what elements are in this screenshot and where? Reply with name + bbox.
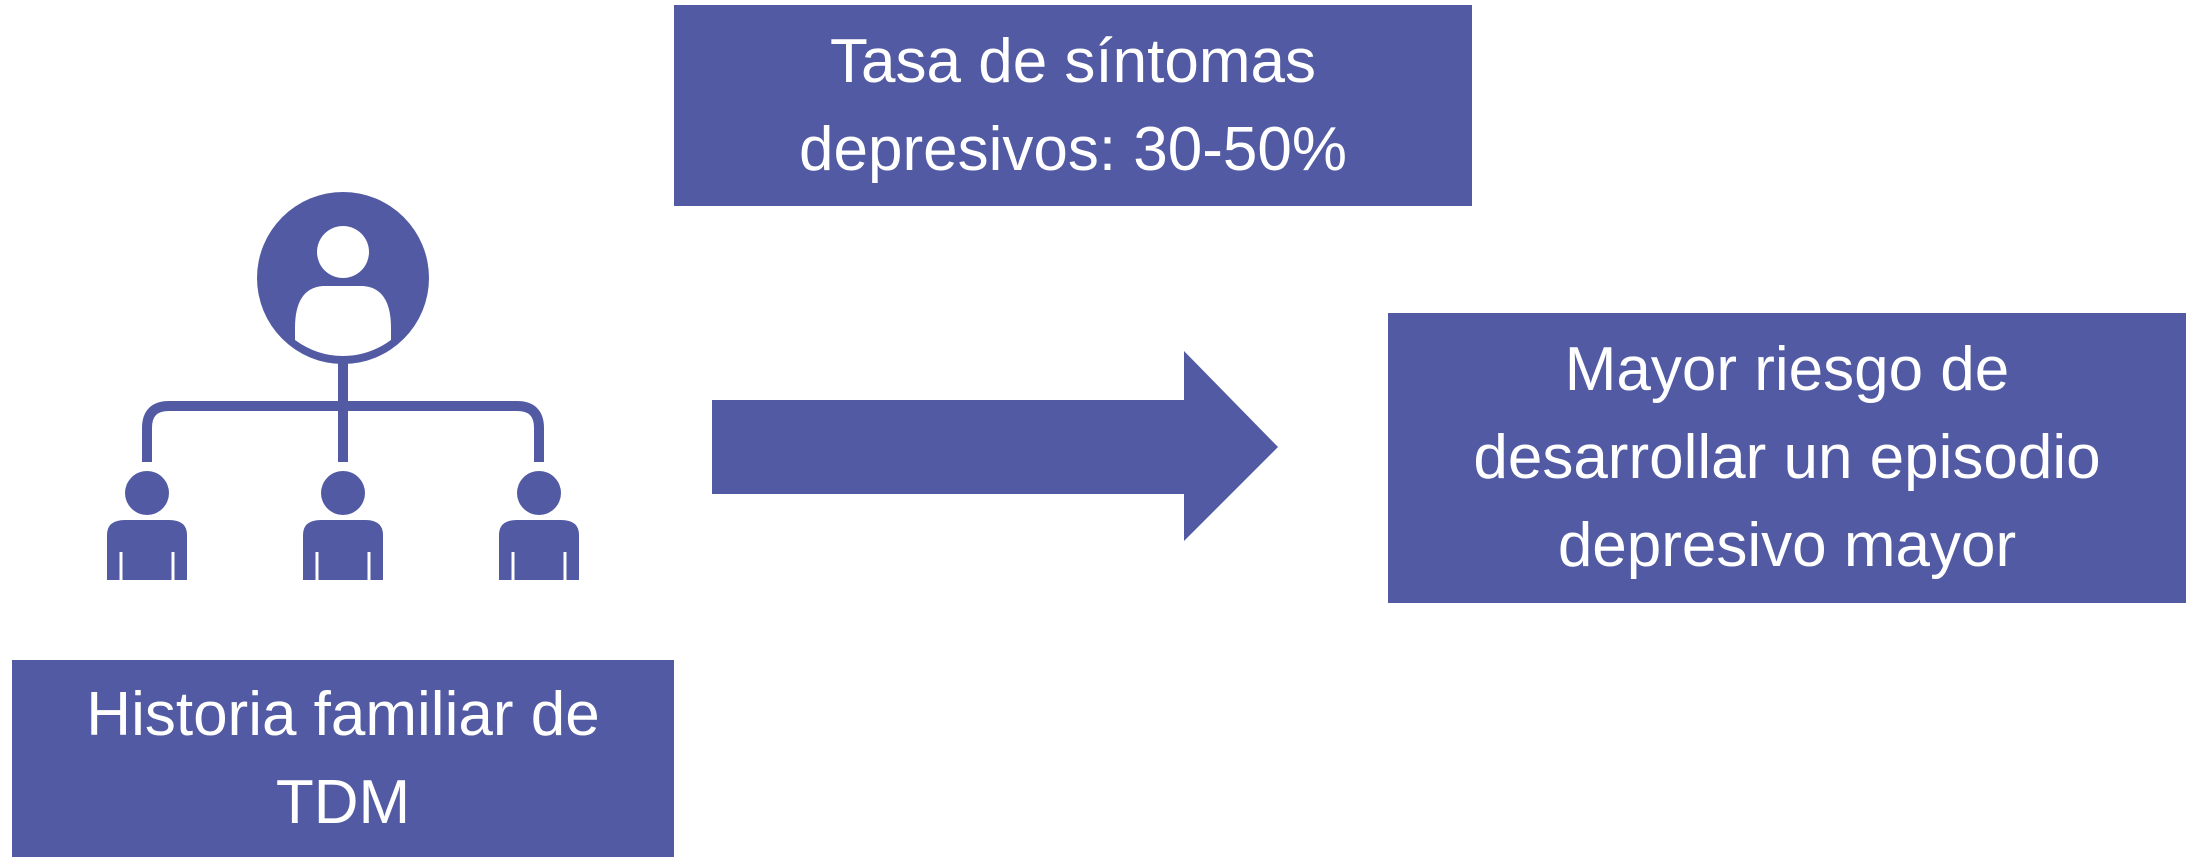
family-tree-icon <box>107 192 579 580</box>
risk-line-1: Mayor riesgo de <box>1564 335 2010 404</box>
symptom-rate-line-1: Tasa de síntomas <box>830 26 1316 96</box>
child-person-icon-2 <box>303 471 383 580</box>
child-person-icon-1 <box>107 471 187 580</box>
family-history-line-2: TDM <box>275 767 411 837</box>
tree-connectors <box>142 362 544 462</box>
family-history-line-1: Historia familiar de <box>86 679 600 749</box>
family-history-text: Historia familiar de TDM <box>86 671 599 847</box>
risk-line-3: depresivo mayor <box>1557 511 2017 580</box>
symptom-rate-box: Tasa de síntomas depresivos: 30-50% <box>674 5 1472 206</box>
symptom-rate-text: Tasa de síntomas depresivos: 30-50% <box>799 18 1347 194</box>
right-arrow-icon <box>712 351 1278 541</box>
risk-text: Mayor riesgo de desarrollar un episodio … <box>1473 326 2100 590</box>
parent-person-icon <box>295 226 391 356</box>
risk-line-2: desarrollar un episodio <box>1473 423 2101 492</box>
child-person-icon-3 <box>499 471 579 580</box>
family-history-box: Historia familiar de TDM <box>12 660 674 857</box>
symptom-rate-line-2: depresivos: 30-50% <box>799 114 1347 184</box>
risk-box: Mayor riesgo de desarrollar un episodio … <box>1388 313 2186 603</box>
